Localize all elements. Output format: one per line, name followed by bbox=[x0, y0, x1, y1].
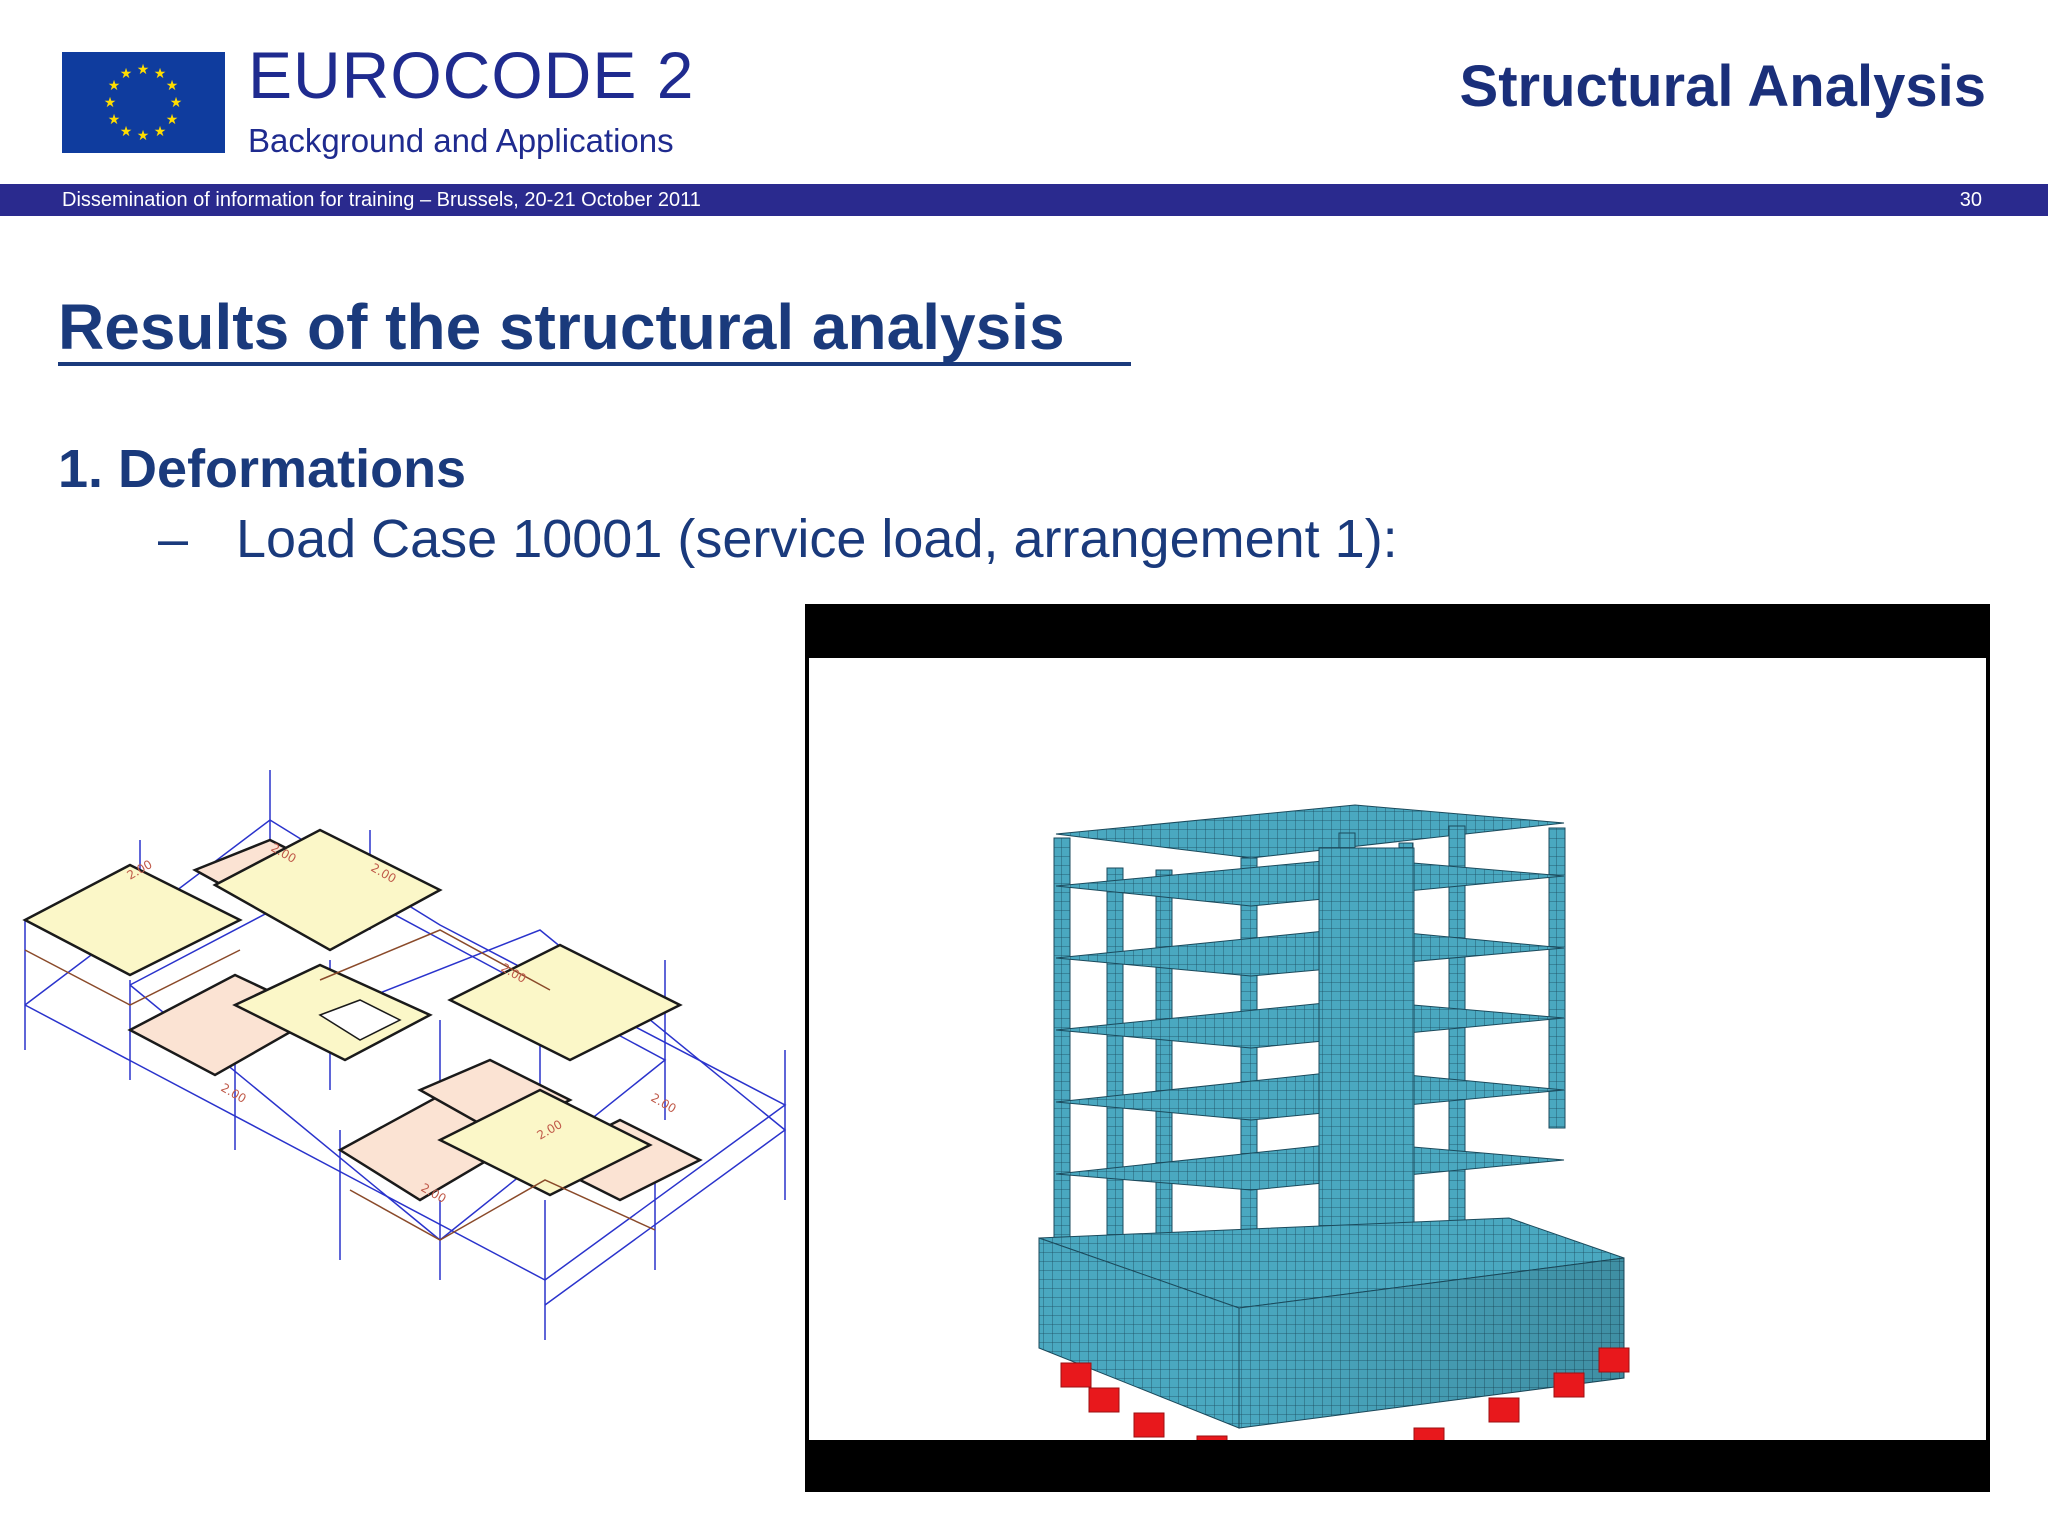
svg-text:★: ★ bbox=[154, 66, 167, 82]
brand-subtitle: Background and Applications bbox=[248, 122, 674, 159]
svg-text:★: ★ bbox=[137, 128, 150, 144]
bullet-dash: – bbox=[158, 509, 189, 569]
fe-model-drawing bbox=[1038, 804, 1630, 1483]
eu-stars-icon: ★ ★ ★ ★ ★ ★ ★ ★ ★ ★ ★ ★ bbox=[62, 52, 225, 153]
svg-text:★: ★ bbox=[108, 112, 121, 128]
svg-text:★: ★ bbox=[154, 124, 167, 140]
section-heading: 1. Deformations bbox=[58, 439, 467, 499]
svg-text:★: ★ bbox=[108, 78, 121, 94]
slide-title: Results of the structural analysis bbox=[58, 291, 1065, 363]
slab-model-figure: 2.00 2.00 2.00 2.00 2.00 2.00 2.00 2.00 bbox=[20, 760, 790, 1340]
page-number: 30 bbox=[1959, 189, 1982, 211]
video-player[interactable] bbox=[805, 604, 1990, 1492]
title-underline bbox=[58, 362, 1131, 366]
svg-text:★: ★ bbox=[166, 112, 179, 128]
slab-model-drawing: 2.00 2.00 2.00 2.00 2.00 2.00 2.00 2.00 bbox=[22, 770, 787, 1340]
eu-flag-logo: ★ ★ ★ ★ ★ ★ ★ ★ ★ ★ ★ ★ bbox=[62, 52, 225, 153]
svg-text:★: ★ bbox=[104, 95, 117, 111]
brand-title: EUROCODE 2 bbox=[248, 38, 695, 112]
svg-text:2.00: 2.00 bbox=[649, 1090, 679, 1115]
info-banner: Dissemination of information for trainin… bbox=[0, 184, 2048, 216]
fe-model-screen bbox=[809, 658, 1986, 1483]
svg-text:2.00: 2.00 bbox=[219, 1080, 249, 1105]
svg-text:★: ★ bbox=[137, 62, 150, 78]
svg-text:★: ★ bbox=[170, 95, 183, 111]
section-title: Structural Analysis bbox=[1459, 54, 1986, 119]
svg-text:★: ★ bbox=[166, 78, 179, 94]
banner-text: Dissemination of information for trainin… bbox=[62, 189, 701, 211]
svg-text:★: ★ bbox=[120, 124, 133, 140]
svg-text:★: ★ bbox=[120, 66, 133, 82]
bullet-text: Load Case 10001 (service load, arrangeme… bbox=[236, 509, 1398, 569]
